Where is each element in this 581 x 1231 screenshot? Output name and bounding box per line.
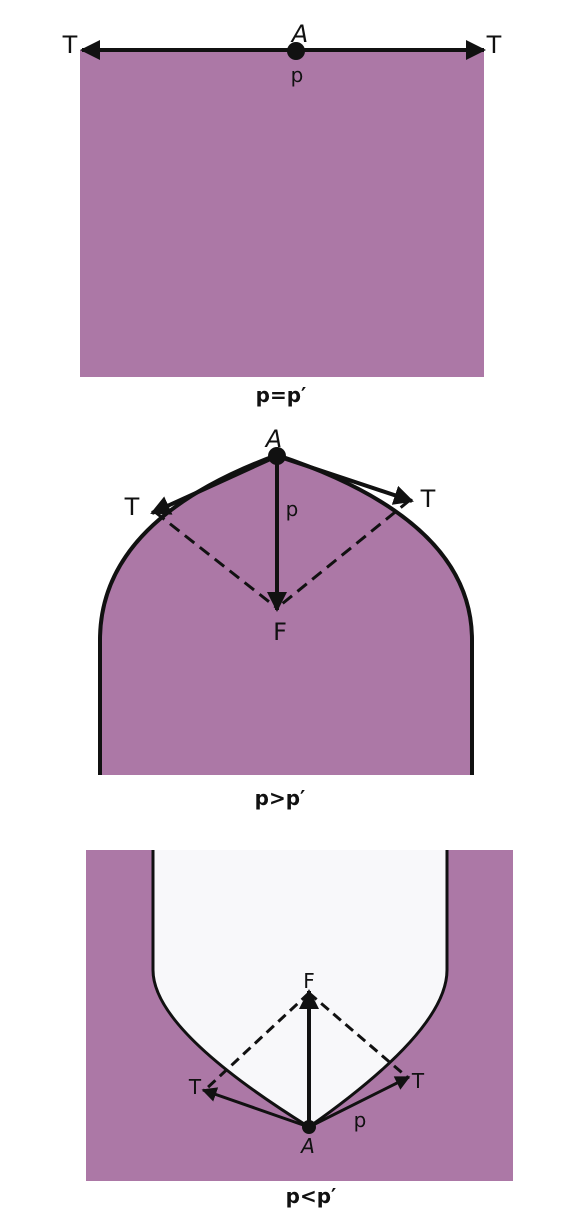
dashed-line-right xyxy=(276,498,411,610)
pressure-label: p xyxy=(291,63,304,87)
tension-right-label: T xyxy=(420,485,436,513)
liquid-block xyxy=(80,50,484,377)
panel-concave-interface: A T T p F p<p′ xyxy=(86,850,513,1208)
panel-convex-interface: A T T p F p>p′ xyxy=(98,425,474,810)
force-label: F xyxy=(303,969,315,993)
point-a-label: A xyxy=(299,1134,315,1158)
point-a-dot xyxy=(287,42,305,60)
point-a-label: A xyxy=(264,425,282,453)
convex-liquid-shape xyxy=(100,455,472,775)
dashed-line-left xyxy=(154,510,278,610)
tension-arrow-left xyxy=(201,1087,310,1129)
tension-right-label: T xyxy=(411,1069,425,1093)
caption-equal: p=p′ xyxy=(256,383,307,407)
tension-arrow-left xyxy=(150,454,278,515)
tension-left-label: T xyxy=(188,1075,202,1099)
dashed-line-right xyxy=(308,991,408,1079)
pressure-label: p xyxy=(286,497,299,521)
force-label: F xyxy=(273,618,287,646)
tension-left-label: T xyxy=(62,31,78,59)
point-a-label: A xyxy=(290,20,308,48)
tension-right-label: T xyxy=(486,31,502,59)
tension-arrow-right xyxy=(276,454,414,505)
caption-less: p<p′ xyxy=(286,1184,337,1208)
pressure-label: p xyxy=(354,1108,367,1132)
hollow-region xyxy=(153,850,447,1127)
point-a-dot xyxy=(268,447,286,465)
panel-flat-interface: A T T p p=p′ xyxy=(62,20,502,407)
tension-left-label: T xyxy=(124,493,140,521)
point-a-dot xyxy=(302,1120,316,1134)
caption-greater: p>p′ xyxy=(255,786,306,810)
dashed-line-left xyxy=(203,991,311,1092)
tension-arrow-right xyxy=(308,1075,411,1129)
